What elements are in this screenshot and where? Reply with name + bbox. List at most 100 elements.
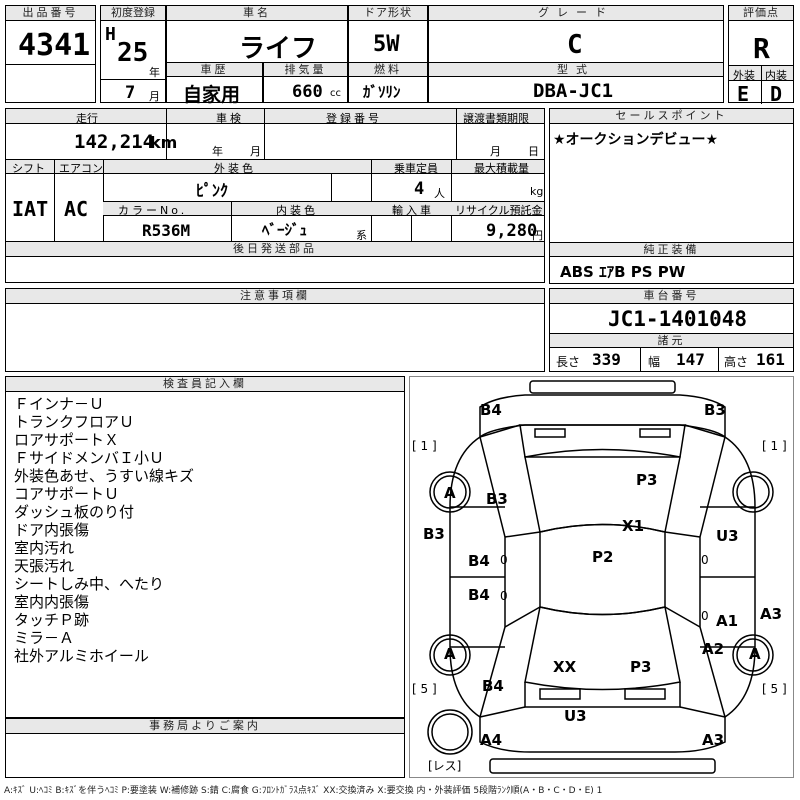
displacement: 660 xyxy=(292,82,323,102)
inspector-note: シートしみ中、へたり xyxy=(14,575,165,593)
era: H xyxy=(105,24,116,45)
equip-label: 純正装備 xyxy=(550,243,793,257)
int-label: 内装 xyxy=(765,69,787,82)
chassis-label: 車台番号 xyxy=(550,289,793,304)
damage-mark: B3 xyxy=(423,525,445,543)
damage-mark: U3 xyxy=(716,527,739,545)
office-label: 事務局よりご案内 xyxy=(6,719,404,734)
door-cell: ドア形状 5W xyxy=(348,5,428,63)
inspector-note: トランクフロアＵ xyxy=(14,413,135,431)
equipment: ABS ｴｱB PS PW xyxy=(560,263,686,281)
inspector-note: ロアサポートＸ xyxy=(14,431,120,449)
notes-label: 注意事項欄 xyxy=(6,289,544,304)
color-no: R536M xyxy=(142,221,191,240)
notes-cell: 注意事項欄 xyxy=(5,288,545,372)
damage-mark: A xyxy=(444,484,456,502)
displacement-cell: 排気量 660 cc xyxy=(263,62,348,103)
recycle-label: リサイクル預託金 xyxy=(455,204,543,217)
inspection-label: 車検 xyxy=(216,112,244,125)
damage-mark: U3 xyxy=(564,707,587,725)
damage-mark: B4 xyxy=(468,552,490,570)
fuel: ｶﾞｿﾘﾝ xyxy=(363,83,401,101)
damage-mark: B3 xyxy=(704,401,726,419)
recycle-unit: 円 xyxy=(532,229,543,242)
inspector-note: Ｆインナ－Ｕ xyxy=(14,395,105,413)
door-handle-mark: 0 xyxy=(500,589,508,603)
capacity-unit: 人 xyxy=(434,187,445,200)
score-label: 評価点 xyxy=(729,6,793,21)
grade-cell: グレード C xyxy=(428,5,724,63)
model: DBA-JC1 xyxy=(533,80,614,102)
chassis-number: JC1-1401048 xyxy=(608,307,748,331)
inspector-note: 室内汚れ xyxy=(14,539,75,557)
sales-label: セールスポイント xyxy=(550,109,793,124)
displacement-label: 排気量 xyxy=(264,63,347,77)
tire-label-fr: [ 1 ] xyxy=(762,439,787,453)
history: 自家用 xyxy=(183,84,241,106)
recycle-deposit: 9,280 xyxy=(486,221,538,241)
length: 339 xyxy=(592,350,621,369)
mileage: 142,214 xyxy=(74,131,155,153)
later-parts-cell: 後日発送部品 xyxy=(5,241,545,283)
int-color-label: 内装色 xyxy=(276,204,318,217)
grade: C xyxy=(567,30,583,60)
mileage-label: 走行 xyxy=(76,112,98,125)
capacity-label: 乗車定員 xyxy=(394,162,438,175)
damage-mark: A xyxy=(749,645,761,663)
inspector-note: ドア内張傷 xyxy=(14,521,90,539)
damage-mark: P3 xyxy=(630,658,652,676)
inspector-note: ダッシュ板のり付 xyxy=(14,503,135,521)
lot-label: 出品番号 xyxy=(6,6,95,21)
shift: IAT xyxy=(12,197,49,221)
door-handle-mark: 0 xyxy=(500,553,508,567)
width: 147 xyxy=(676,350,705,369)
tire-label-fl: [ 1 ] xyxy=(412,439,437,453)
shift-label: シフト xyxy=(12,162,45,175)
sales-point: ★オークションデビュー★ xyxy=(553,132,719,148)
spec-table: 走行 車検 登録番号 譲渡書類期限 142,214 km 年 月 月 日 シフト… xyxy=(5,108,545,242)
model-label: 型式 xyxy=(429,63,723,77)
height: 161 xyxy=(756,350,785,369)
door-type: 5W xyxy=(373,32,400,57)
door-handle-mark: 0 xyxy=(701,609,709,623)
damage-mark: A3 xyxy=(702,731,725,749)
damage-mark: A3 xyxy=(760,605,783,623)
reg-year: 25 xyxy=(117,38,149,68)
reg-no-label: 登録番号 xyxy=(326,112,382,125)
color-no-label: カラーNo. xyxy=(118,204,188,217)
inspector-note: ミラ－Ａ xyxy=(14,629,75,647)
sales-point-cell: セールスポイント ★オークションデビュー★ 純正装備 ABS ｴｱB PS PW xyxy=(549,108,794,284)
history-cell: 車歴 自家用 xyxy=(166,62,263,106)
fuel-label: 燃料 xyxy=(349,63,427,77)
inspector-note: 社外アルミホイール xyxy=(14,647,149,665)
damage-mark: A1 xyxy=(716,612,739,630)
year-unit: 年 xyxy=(149,66,160,79)
first-reg-cell: 初度登録 H 25 年 7 月 xyxy=(100,5,166,103)
car-name: ライフ xyxy=(239,34,318,64)
tire-label-rr: [ 5 ] xyxy=(762,682,787,696)
damage-mark: B4 xyxy=(482,677,504,695)
transfer-label: 譲渡書類期限 xyxy=(463,112,529,125)
color: ﾋﾟﾝｸ xyxy=(196,181,229,200)
length-label: 長さ xyxy=(556,355,581,369)
import-label: 輸入車 xyxy=(392,204,434,217)
damage-mark: B4 xyxy=(480,401,502,419)
first-reg-label: 初度登録 xyxy=(101,6,165,21)
spare-tire-label: [レス] xyxy=(428,759,462,773)
inspector-note: 室内内張傷 xyxy=(14,593,90,611)
ext-grade: E xyxy=(737,82,750,106)
capacity: 4 xyxy=(414,179,425,199)
car-name-cell: 車名 ライフ xyxy=(166,5,348,64)
grade-label: グレード xyxy=(429,6,723,21)
score: R xyxy=(753,32,770,65)
load-unit: kg xyxy=(530,185,544,198)
inspector-label: 検査員記入欄 xyxy=(6,377,404,392)
ac: AC xyxy=(64,197,89,221)
history-label: 車歴 xyxy=(167,63,262,77)
width-label: 幅 xyxy=(648,355,661,369)
score-cell: 評価点 R 外装 内装 E D xyxy=(728,5,794,106)
model-cell: 型式 DBA-JC1 xyxy=(428,62,724,103)
damage-mark: B3 xyxy=(486,490,508,508)
door-label: ドア形状 xyxy=(349,6,427,21)
fuel-cell: 燃料 ｶﾞｿﾘﾝ xyxy=(348,62,428,103)
